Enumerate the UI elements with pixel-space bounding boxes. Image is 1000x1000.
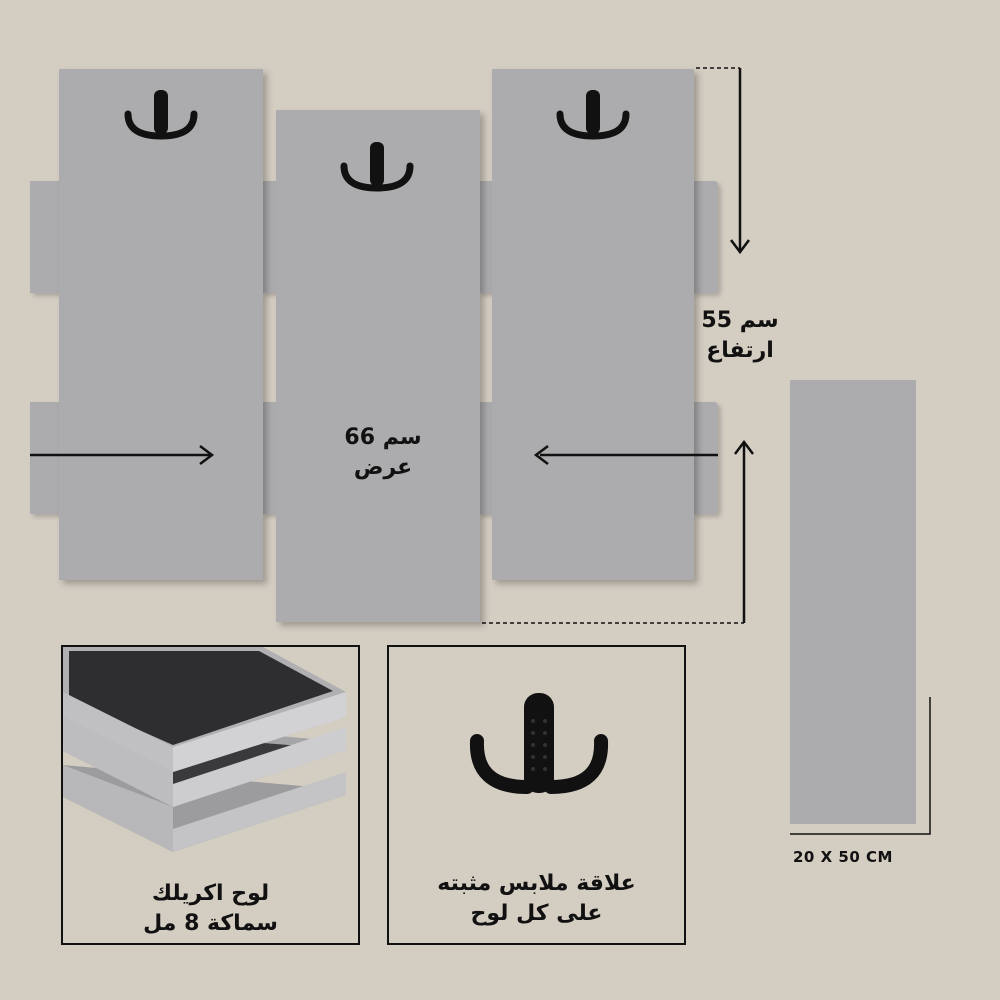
connector-tab-mid1-top — [262, 181, 278, 293]
wall-panel-right — [492, 69, 694, 580]
acrylic-line2: سماكة 8 مل — [143, 911, 278, 936]
hook-icon — [340, 142, 414, 192]
connector-tab-mid2-bottom — [478, 402, 494, 514]
acrylic-feature-box: لوح اكريلك سماكة 8 مل — [61, 645, 360, 945]
hook-icon — [556, 90, 630, 140]
single-panel — [790, 380, 916, 824]
height-word: ارتفاع — [706, 338, 774, 363]
acrylic-sheets-image — [63, 647, 346, 852]
connector-tab-right-bottom — [692, 402, 718, 514]
height-label: سم 55 ارتفاع — [680, 306, 800, 366]
height-value: سم 55 — [701, 308, 779, 333]
acrylic-line1: لوح اكريلك — [151, 881, 270, 906]
connector-tab-left-bottom — [30, 402, 60, 514]
hook-icon — [469, 693, 609, 794]
hook-line1: علاقة ملابس مثبته — [437, 871, 636, 896]
single-panel-size: 20 X 50 CM — [793, 848, 893, 866]
width-word: عرض — [353, 455, 413, 480]
wall-panel-center — [276, 110, 480, 622]
connector-tab-left-top — [30, 181, 60, 293]
acrylic-caption: لوح اكريلك سماكة 8 مل — [63, 879, 358, 939]
connector-tab-right-top — [692, 181, 718, 293]
hook-caption: علاقة ملابس مثبته على كل لوح — [389, 869, 684, 929]
hook-icon — [124, 90, 198, 140]
connector-tab-mid1-bottom — [262, 402, 278, 514]
wall-panel-left — [59, 69, 263, 580]
hook-feature-box: علاقة ملابس مثبته على كل لوح — [387, 645, 686, 945]
connector-tab-mid2-top — [478, 181, 494, 293]
width-label: سم 66 عرض — [318, 423, 448, 483]
hook-line2: على كل لوح — [470, 901, 603, 926]
width-value: سم 66 — [344, 425, 422, 450]
